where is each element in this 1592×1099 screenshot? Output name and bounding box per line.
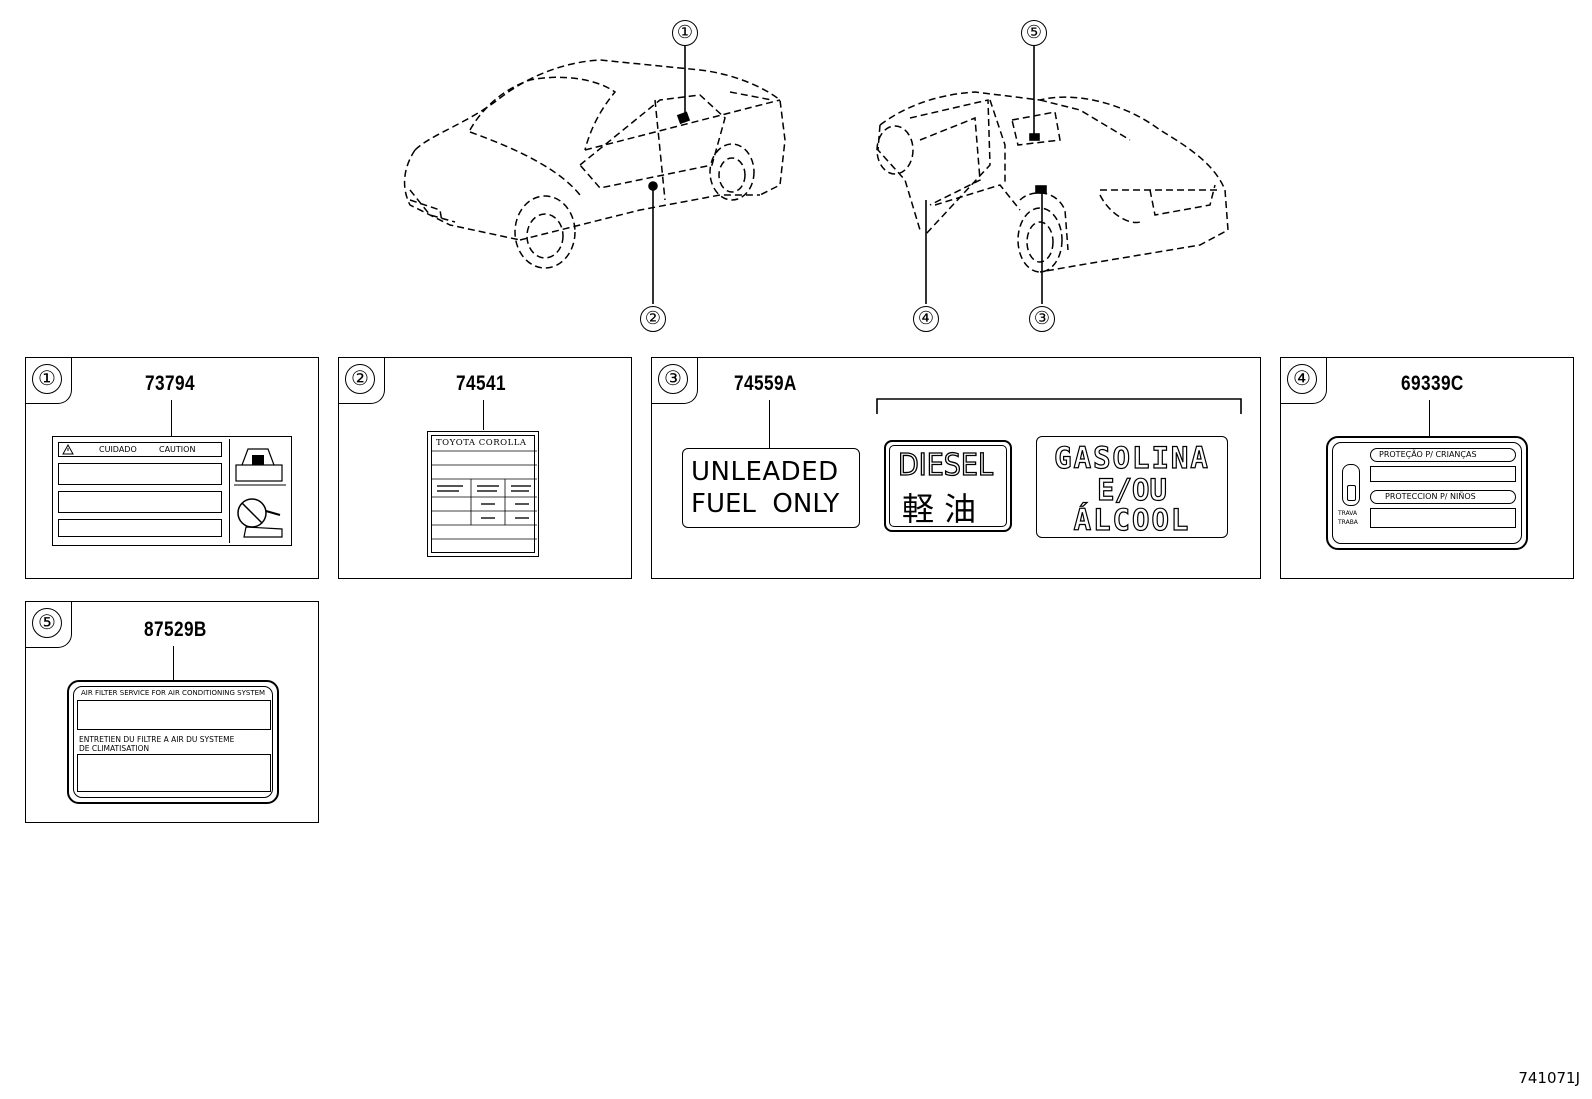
diagram-id: 741071J [1518, 1069, 1580, 1087]
leader-line [483, 400, 484, 430]
cuidado-text: CUIDADO [99, 445, 137, 454]
unleaded-text-line1: UNLEADED [691, 457, 839, 487]
part-number: 74541 [456, 372, 506, 395]
no-airbag-child-icon [237, 498, 283, 538]
text-block [58, 491, 222, 513]
panel-73794: ① 73794 CUIDADO CAUTION [25, 357, 319, 579]
diesel-japanese-text: 軽 油 [902, 490, 977, 528]
warning-triangle-icon [62, 443, 74, 455]
callout-3: ③ [1029, 306, 1055, 332]
part-number: 73794 [145, 372, 195, 395]
spanish-header: PROTECCION P/ NIÑOS [1370, 490, 1516, 504]
child-protection-label: TRAVA TRABA PROTEÇÃO P/ CRIANÇAS PROTECC… [1326, 436, 1528, 550]
part-number: 69339C [1401, 372, 1464, 395]
unleaded-text-line2: FUEL ONLY [691, 489, 840, 519]
car-front-view-illustration [403, 46, 1229, 304]
text-block [1370, 508, 1516, 528]
air-filter-service-label: AIR FILTER SERVICE FOR AIR CONDITIONING … [67, 680, 279, 804]
portuguese-header: PROTEÇÃO P/ CRIANÇAS [1370, 448, 1516, 462]
panel-corner [26, 358, 72, 404]
caution-text: CAUTION [159, 445, 196, 454]
panel-number: ① [32, 364, 62, 394]
pictogram-panel [229, 439, 288, 543]
callout-5: ⑤ [1021, 20, 1047, 46]
french-header-line2: DE CLIMATISATION [79, 744, 150, 753]
panel-corner [339, 358, 385, 404]
caution-header-bar: CUIDADO CAUTION [58, 442, 222, 457]
caution-label: CUIDADO CAUTION [52, 436, 292, 546]
french-header-line1: ENTRETIEN DU FILTRE A AIR DU SYSTEME [79, 735, 235, 744]
part-number: 74559A [734, 372, 797, 395]
panel-corner [26, 602, 72, 648]
text-block [77, 754, 271, 792]
leader-line [1429, 400, 1430, 436]
vehicle-info-label: TOYOTA COROLLA [427, 431, 539, 557]
english-header-text: AIR FILTER SERVICE FOR AIR CONDITIONING … [81, 689, 266, 697]
panel-number: ⑤ [32, 608, 62, 638]
alcool-text: ÁLCOOL [1073, 502, 1191, 537]
leader-line [171, 400, 172, 436]
child-lock-switch-icon [1342, 464, 1360, 506]
text-block [77, 700, 271, 730]
panel-69339C: ④ 69339C TRAVA TRABA PROTEÇÃO P/ CRIANÇA… [1280, 357, 1574, 579]
text-block [58, 463, 222, 485]
panel-74541: ② 74541 TOYOTA COROLLA [338, 357, 632, 579]
diesel-label: DIESEL 軽 油 [884, 440, 1012, 532]
label-header-text: TOYOTA COROLLA [436, 438, 527, 448]
e-ou-text: E/OU [1096, 472, 1167, 507]
traba-text: TRABA [1338, 519, 1358, 526]
part-number: 87529B [144, 618, 207, 641]
alternate-bracket [876, 398, 1242, 414]
panel-corner [652, 358, 698, 404]
leader-line [769, 400, 770, 448]
trava-text: TRAVA [1338, 510, 1358, 517]
text-block [58, 519, 222, 537]
label-table-grid [431, 450, 537, 540]
child-seat-icon [234, 448, 286, 486]
callout-2: ② [640, 306, 666, 332]
gasolina-text: GASOLINA [1054, 440, 1210, 475]
leader-line [173, 646, 174, 680]
callout-4: ④ [913, 306, 939, 332]
callout-1: ① [672, 20, 698, 46]
panel-number: ② [345, 364, 375, 394]
unleaded-fuel-label: UNLEADED FUEL ONLY [682, 448, 860, 528]
gasolina-alcool-label: GASOLINA E/OU ÁLCOOL [1036, 436, 1228, 538]
panel-87529B: ⑤ 87529B AIR FILTER SERVICE FOR AIR COND… [25, 601, 319, 823]
diesel-text: DIESEL [897, 447, 994, 483]
panel-corner [1281, 358, 1327, 404]
panel-number: ③ [658, 364, 688, 394]
panel-74559A: ③ 74559A UNLEADED FUEL ONLY DIESEL 軽 油 G… [651, 357, 1261, 579]
panel-number: ④ [1287, 364, 1317, 394]
text-block [1370, 466, 1516, 482]
